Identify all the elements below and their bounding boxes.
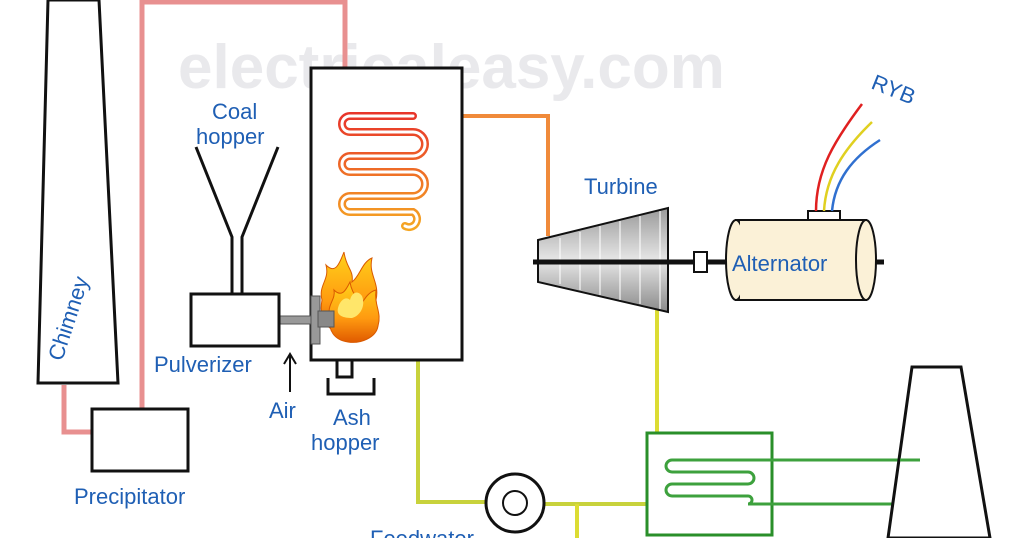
furnace-flames: [320, 251, 380, 343]
precipitator: [90, 407, 190, 473]
ash-hopper-label-line1: Ash: [333, 405, 371, 430]
alternator-label: Alternator: [732, 251, 827, 276]
air-label: Air: [269, 398, 296, 423]
cooling-tower: [886, 365, 992, 538]
ash-hopper-outlet: [335, 360, 354, 379]
coal-hopper-label-line1: Coal: [212, 99, 257, 124]
boiler-coil-highlight: [340, 114, 427, 229]
burner-tip: [317, 310, 335, 328]
wire-red: [814, 103, 864, 212]
ash-hopper: [326, 378, 376, 396]
burner-pipe: [278, 315, 314, 325]
air-arrow: [283, 352, 297, 392]
feedwater-pump-impeller: [502, 490, 528, 516]
shaft-coupling: [693, 251, 708, 273]
precipitator-label: Precipitator: [74, 484, 185, 509]
wire-blue: [830, 138, 881, 212]
wire-yellow: [822, 121, 873, 212]
feedwater-label: Feedwater: [370, 526, 474, 538]
coal-hopper-label-line2: hopper: [196, 124, 265, 149]
alternator: [725, 210, 877, 301]
pulverizer-label: Pulverizer: [154, 352, 252, 377]
chimney: [36, 0, 120, 385]
chimney-feed-pipe: [61, 385, 92, 435]
coal-hopper: [194, 146, 280, 295]
ryb-label: RYB: [868, 69, 919, 109]
turbine-label: Turbine: [584, 174, 658, 199]
flue-gas-pipe: [139, 0, 348, 410]
ash-hopper-label-line2: hopper: [311, 430, 380, 455]
pulverizer: [189, 292, 281, 348]
condenser-coil: [664, 458, 900, 506]
